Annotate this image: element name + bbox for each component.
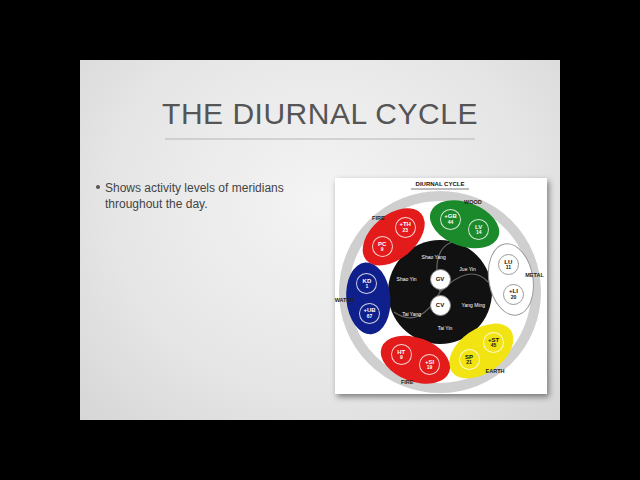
element-name: WATER	[335, 297, 354, 303]
point-number: 9	[381, 247, 384, 252]
meridian-circle: +TH23	[395, 217, 416, 238]
channel-name: Yang Ming	[462, 302, 486, 308]
heading-underline	[411, 189, 469, 190]
meridian-circle: +SI19	[419, 354, 440, 375]
channel-name: Tai Yang	[402, 311, 421, 317]
point-number: 9	[400, 355, 403, 360]
meridian-name: CV	[436, 302, 444, 308]
point-number: 67	[367, 314, 373, 319]
channel-name: Jue Yin	[459, 266, 475, 272]
element-name: FIRE	[372, 215, 385, 221]
element-name: METAL	[525, 272, 544, 278]
vessel-circle: GV	[430, 269, 451, 290]
meridian-circle: HT9	[391, 344, 412, 365]
meridian-circle: PC9	[372, 236, 393, 257]
point-number: 1	[366, 284, 369, 289]
fire-lobe	[374, 327, 457, 393]
meridian-circle: +UB67	[359, 303, 380, 324]
channel-name: Shao Yang	[422, 254, 446, 260]
diagram-heading: DIURNAL CYCLE	[416, 181, 465, 187]
channel-name: Shao Yin	[397, 276, 417, 282]
point-number: 14	[476, 230, 482, 235]
point-number: 11	[506, 265, 511, 270]
point-number: 44	[448, 220, 454, 225]
meridian-circle: +LI20	[503, 284, 524, 305]
bullet-dot	[96, 185, 100, 189]
element-name: WOOD	[464, 199, 482, 205]
point-number: 20	[511, 295, 517, 300]
wood-lobe	[423, 191, 506, 257]
earth-lobe	[439, 312, 523, 389]
title-rule	[165, 139, 475, 140]
point-number: 23	[402, 228, 408, 233]
meridian-name: GV	[436, 276, 445, 282]
element-name: FIRE	[401, 379, 414, 385]
bullet-text: Shows activity levels of meridians throu…	[105, 180, 320, 212]
point-number: 45	[491, 343, 497, 348]
point-number: 21	[466, 360, 472, 365]
fire-lobe	[352, 197, 435, 277]
meridian-circle: SP21	[459, 349, 480, 370]
meridian-circle: +GB44	[440, 209, 461, 230]
metal-lobe	[483, 240, 539, 319]
channel-name: Tai Yin	[438, 325, 453, 331]
vessel-circle: CV	[430, 295, 451, 316]
meridian-circle: LV14	[468, 219, 489, 240]
point-number: 19	[427, 365, 433, 370]
slide-title: THE DIURNAL CYCLE	[162, 97, 478, 131]
meridian-circle: LU11	[498, 254, 519, 275]
meridian-circle: +ST45	[483, 332, 504, 353]
element-name: EARTH	[486, 368, 505, 374]
meridian-circle: KD1	[356, 273, 377, 294]
